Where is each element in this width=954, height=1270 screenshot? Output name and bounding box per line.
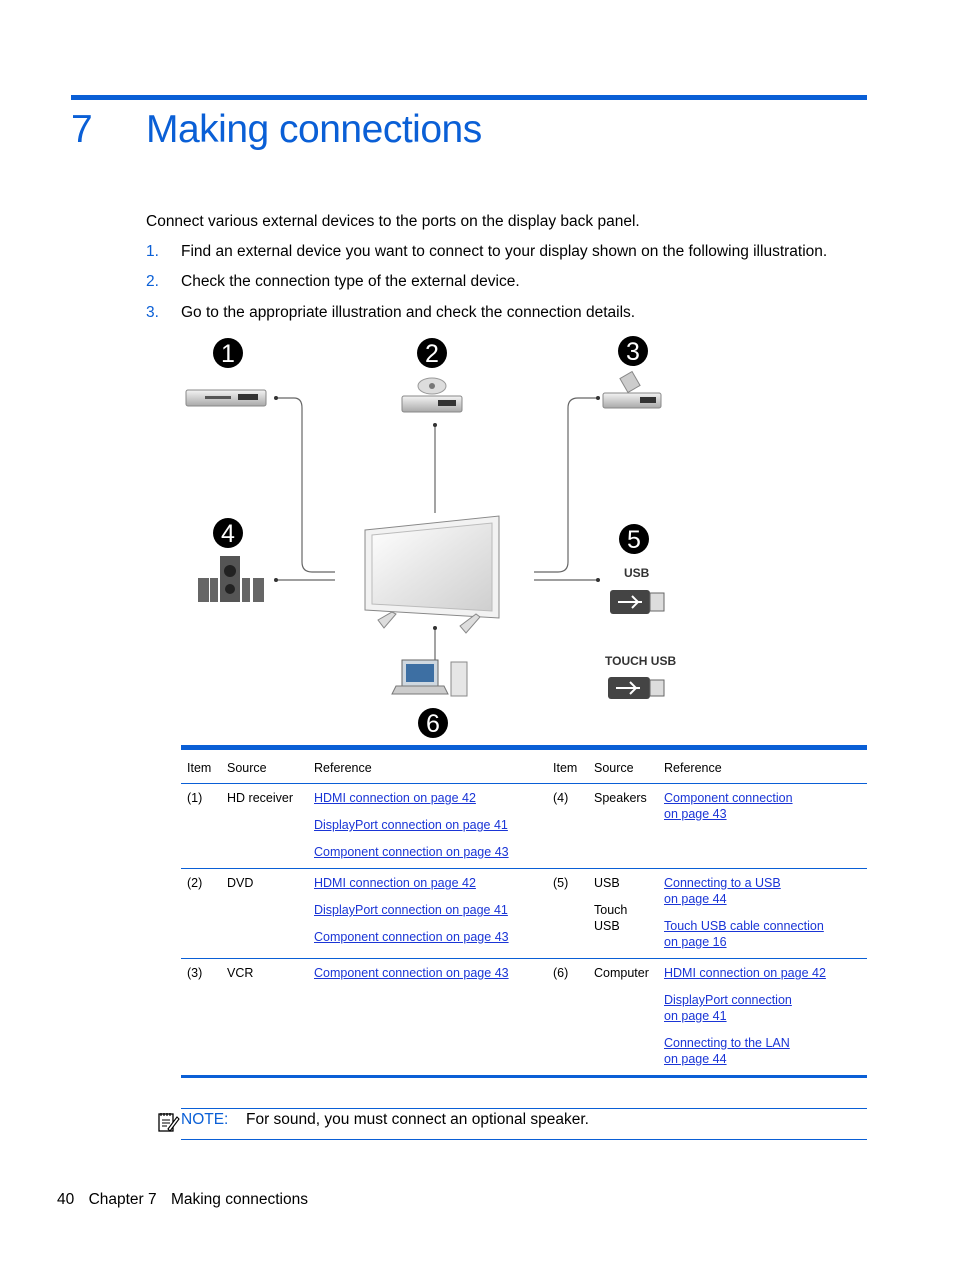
svg-text:TOUCH USB: TOUCH USB <box>605 654 676 668</box>
source-text: USB <box>594 876 620 890</box>
source-cell: Computer <box>594 966 649 980</box>
vcr-icon <box>602 370 662 409</box>
item-cell: (1) <box>181 783 221 869</box>
svg-text:2: 2 <box>425 340 439 368</box>
item-cell: (4) <box>547 783 588 869</box>
chapter-rule <box>71 95 867 100</box>
step-text: Find an external device you want to conn… <box>181 243 828 260</box>
reference-cell: HDMI connection on page 42 DisplayPort c… <box>308 783 547 869</box>
usb-port-icon: USB <box>610 566 665 614</box>
chapter-number: 7 <box>71 108 93 151</box>
note-label: NOTE: <box>181 1111 229 1128</box>
step-number: 2. <box>146 273 159 290</box>
reference-link[interactable]: DisplayPort connection on page 41 <box>314 903 508 917</box>
reference-cell: Component connection on page 43 <box>308 959 547 1077</box>
footer-title: Making connections <box>170 1191 308 1208</box>
column-header-source: Source <box>588 747 658 784</box>
hd-receiver-icon <box>185 389 267 407</box>
table-row: (2) DVD HDMI connection on page 42 Displ… <box>181 868 867 959</box>
dvd-player-icon <box>401 377 463 413</box>
reference-link[interactable]: Component connection on page 43 <box>314 966 509 980</box>
table-row: (1) HD receiver HDMI connection on page … <box>181 783 867 869</box>
source-text: USB <box>594 919 620 933</box>
reference-link[interactable]: HDMI connection on page 42 <box>664 966 826 980</box>
speakers-icon <box>198 556 264 602</box>
note-icon <box>158 1113 180 1132</box>
svg-text:5: 5 <box>627 526 641 554</box>
source-cell: Speakers <box>588 783 658 869</box>
computer-icon <box>391 659 468 697</box>
reference-link[interactable]: HDMI connection on page 42 <box>314 791 476 805</box>
touch-usb-port-icon: TOUCH USB <box>605 654 676 699</box>
step-number: 3. <box>146 304 159 321</box>
note-rule-top <box>181 1108 867 1109</box>
svg-text:1: 1 <box>221 340 235 368</box>
source-cell: USB Touch USB <box>588 868 658 959</box>
column-header-source: Source <box>221 747 308 784</box>
column-header-item: Item <box>181 747 221 784</box>
column-header-item: Item <box>547 747 588 784</box>
step-text: Check the connection type of the externa… <box>181 273 520 290</box>
note-rule-bottom <box>181 1139 867 1140</box>
svg-text:4: 4 <box>221 520 235 548</box>
step-number: 1. <box>146 243 159 260</box>
reference-link[interactable]: DisplayPort connection on page 41 <box>314 818 508 832</box>
display-icon <box>364 515 500 634</box>
note-text: For sound, you must connect an optional … <box>246 1111 589 1128</box>
step-text: Go to the appropriate illustration and c… <box>181 304 636 321</box>
reference-link[interactable]: HDMI connection on page 42 <box>314 876 476 890</box>
marker-5: 5 <box>619 524 649 554</box>
footer-chapter: Chapter 7 <box>88 1191 157 1208</box>
reference-cell: HDMI connection on page 42 DisplayPort c… <box>308 868 547 959</box>
table-header-row: Item Source Reference Item Source Refere… <box>181 747 867 784</box>
marker-1: 1 <box>213 338 243 368</box>
svg-text:USB: USB <box>624 566 650 580</box>
connection-illustration: 1 2 3 4 5 6 <box>185 336 676 738</box>
item-cell: (5) <box>547 868 588 959</box>
connections-table: Item Source Reference Item Source Refere… <box>181 745 867 1078</box>
svg-text:3: 3 <box>626 338 640 366</box>
reference-link[interactable]: Component connection on page 43 <box>314 845 509 859</box>
chapter-title: Making connections <box>146 108 482 151</box>
reference-cell: HDMI connection on page 42 DisplayPort c… <box>658 959 867 1077</box>
svg-text:6: 6 <box>426 710 440 738</box>
column-header-reference: Reference <box>308 747 547 784</box>
marker-6: 6 <box>418 708 448 738</box>
item-cell: (3) <box>187 966 203 980</box>
source-cell: DVD <box>221 868 308 959</box>
table-row: (3) VCR Component connection on page 43 … <box>181 959 867 1077</box>
column-header-reference: Reference <box>658 747 867 784</box>
page-number: 40 <box>57 1191 75 1208</box>
source-cell: HD receiver <box>221 783 308 869</box>
item-cell: (2) <box>181 868 221 959</box>
page-footer: 40 Chapter 7 Making connections <box>57 1191 318 1209</box>
marker-2: 2 <box>417 338 447 368</box>
reference-link[interactable]: Component connection on page 43 <box>314 930 509 944</box>
source-text: Touch <box>594 903 628 917</box>
marker-3: 3 <box>618 336 648 366</box>
intro-paragraph: Connect various external devices to the … <box>146 213 640 230</box>
item-cell: (6) <box>553 966 569 980</box>
source-cell: VCR <box>227 966 254 980</box>
marker-4: 4 <box>213 518 243 548</box>
